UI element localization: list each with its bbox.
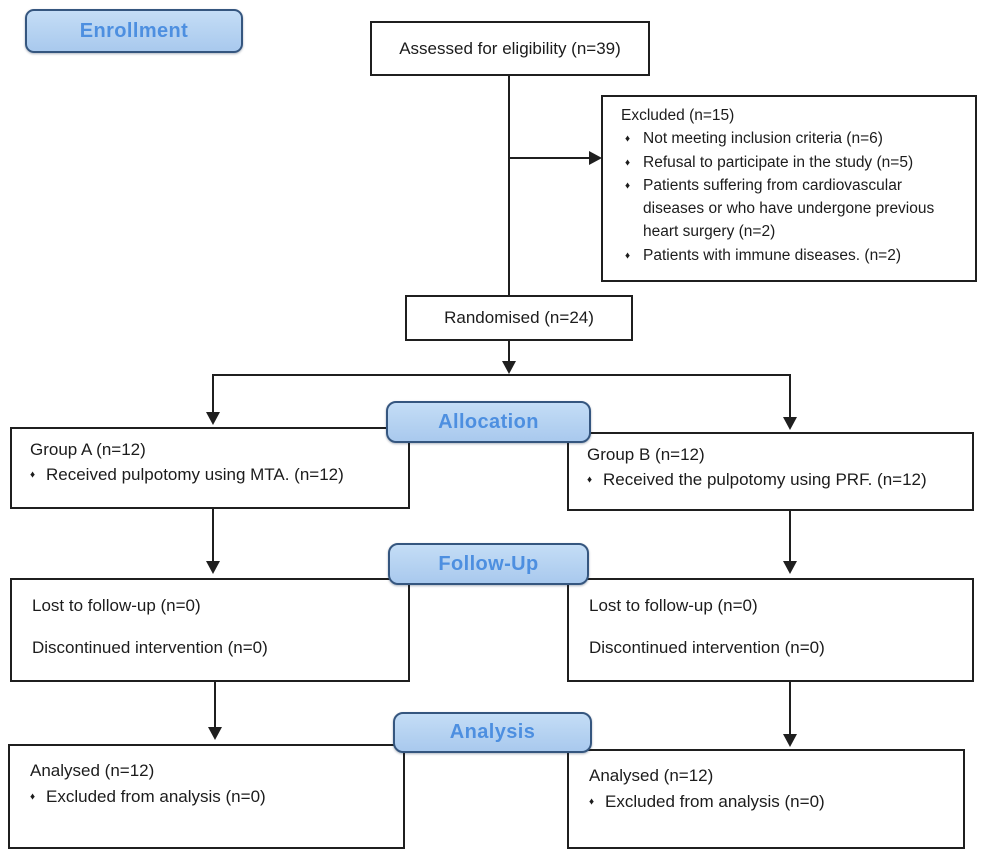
analysis-b-box: Analysed (n=12) ♦ Excluded from analysis… bbox=[567, 749, 965, 849]
excluded-item: ♦ Not meeting inclusion criteria (n=6) bbox=[621, 127, 965, 150]
connector-group-a-to-follow bbox=[212, 508, 214, 562]
follow-up-stage-pill: Follow-Up bbox=[388, 543, 589, 585]
arrowhead-excluded-icon bbox=[589, 151, 602, 165]
diamond-bullet-icon: ♦ bbox=[589, 796, 595, 808]
analysis-a-item: ♦ Excluded from analysis (n=0) bbox=[30, 784, 397, 810]
diamond-bullet-icon: ♦ bbox=[30, 469, 36, 481]
connector-to-excluded bbox=[508, 157, 590, 159]
connector-randomised-down bbox=[508, 341, 510, 362]
connector-branch bbox=[212, 374, 791, 376]
randomised-text: Randomised (n=24) bbox=[444, 308, 594, 327]
follow-up-stage-label: Follow-Up bbox=[438, 552, 539, 575]
diamond-bullet-icon: ♦ bbox=[625, 157, 631, 169]
diamond-bullet-icon: ♦ bbox=[30, 791, 36, 803]
assessed-eligibility-box: Assessed for eligibility (n=39) bbox=[370, 21, 650, 76]
connector-follow-b-to-analysis bbox=[789, 681, 791, 735]
allocation-stage-label: Allocation bbox=[438, 410, 539, 433]
analysis-b-item: ♦ Excluded from analysis (n=0) bbox=[589, 789, 957, 815]
enrollment-stage-pill: Enrollment bbox=[25, 9, 243, 53]
diamond-bullet-icon: ♦ bbox=[625, 250, 631, 262]
analysis-a-box: Analysed (n=12) ♦ Excluded from analysis… bbox=[8, 744, 405, 849]
analysis-stage-pill: Analysis bbox=[393, 712, 592, 753]
follow-b-line: Discontinued intervention (n=0) bbox=[589, 638, 825, 657]
diamond-bullet-icon: ♦ bbox=[625, 180, 631, 192]
follow-up-a-box: Lost to follow-up (n=0) Discontinued int… bbox=[10, 578, 410, 682]
analysis-b-title: Analysed (n=12) bbox=[589, 766, 714, 785]
connector-group-b-to-follow bbox=[789, 510, 791, 562]
enrollment-stage-label: Enrollment bbox=[79, 19, 189, 42]
diamond-bullet-icon: ♦ bbox=[625, 133, 631, 145]
follow-a-line: Lost to follow-up (n=0) bbox=[32, 596, 201, 615]
group-a-title: Group A (n=12) bbox=[30, 440, 146, 459]
analysis-stage-label: Analysis bbox=[449, 721, 536, 743]
diamond-bullet-icon: ♦ bbox=[587, 474, 593, 486]
excluded-box: Excluded (n=15) ♦ Not meeting inclusion … bbox=[601, 95, 977, 282]
excluded-item: ♦ Patients suffering from cardiovascular… bbox=[621, 174, 965, 244]
connector-assessed-to-randomised bbox=[508, 76, 510, 296]
group-a-item: ♦ Received pulpotomy using MTA. (n=12) bbox=[30, 462, 402, 487]
excluded-title: Excluded (n=15) bbox=[621, 107, 735, 124]
arrowhead-follow-b-icon bbox=[783, 561, 797, 574]
group-b-box: Group B (n=12) ♦ Received the pulpotomy … bbox=[567, 432, 974, 511]
excluded-item: ♦ Patients with immune diseases. (n=2) bbox=[621, 244, 965, 267]
arrowhead-group-a-icon bbox=[206, 412, 220, 425]
arrowhead-follow-a-icon bbox=[206, 561, 220, 574]
group-a-box: Group A (n=12) ♦ Received pulpotomy usin… bbox=[10, 427, 410, 509]
group-b-item: ♦ Received the pulpotomy using PRF. (n=1… bbox=[587, 467, 966, 492]
assessed-eligibility-text: Assessed for eligibility (n=39) bbox=[399, 38, 621, 58]
arrowhead-analysis-b-icon bbox=[783, 734, 797, 747]
allocation-stage-pill: Allocation bbox=[386, 401, 591, 443]
follow-a-line: Discontinued intervention (n=0) bbox=[32, 638, 268, 657]
excluded-item: ♦ Refusal to participate in the study (n… bbox=[621, 151, 965, 174]
arrowhead-analysis-a-icon bbox=[208, 727, 222, 740]
follow-up-b-box: Lost to follow-up (n=0) Discontinued int… bbox=[567, 578, 974, 682]
group-b-title: Group B (n=12) bbox=[587, 445, 705, 464]
follow-b-line: Lost to follow-up (n=0) bbox=[589, 596, 758, 615]
analysis-a-title: Analysed (n=12) bbox=[30, 761, 155, 780]
randomised-box: Randomised (n=24) bbox=[405, 295, 633, 341]
connector-branch-right bbox=[789, 374, 791, 418]
connector-branch-left bbox=[212, 374, 214, 413]
connector-follow-a-to-analysis bbox=[214, 681, 216, 728]
arrowhead-group-b-icon bbox=[783, 417, 797, 430]
arrowhead-randomised-icon bbox=[502, 361, 516, 374]
